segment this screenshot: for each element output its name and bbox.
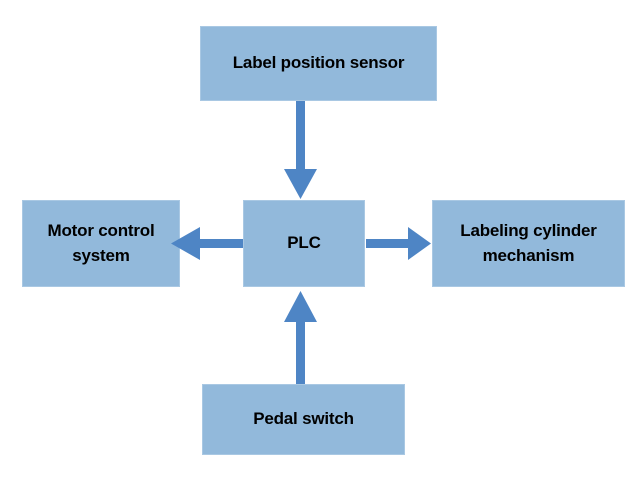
arrow-plc-to-cylinder: [366, 227, 431, 260]
block-label-position-sensor[interactable]: Label position sensor: [200, 26, 437, 101]
block-label-position-sensor-text: Label position sensor: [232, 53, 405, 73]
block-pedal-switch-text: Pedal switch: [253, 409, 354, 429]
block-plc[interactable]: PLC: [243, 200, 365, 287]
block-labeling-cylinder-mechanism-text: Labeling cylinder mechanism: [460, 220, 597, 265]
block-motor-control-system-text: Motor control system: [47, 220, 155, 265]
block-labeling-cylinder-mechanism[interactable]: Labeling cylinder mechanism: [432, 200, 625, 287]
block-pedal-switch[interactable]: Pedal switch: [202, 384, 405, 455]
arrow-sensor-to-plc: [284, 101, 317, 199]
block-plc-text: PLC: [287, 233, 321, 253]
block-motor-control-system[interactable]: Motor control system: [22, 200, 180, 287]
arrow-pedal-to-plc: [284, 291, 317, 384]
arrow-plc-to-motor: [171, 227, 243, 260]
